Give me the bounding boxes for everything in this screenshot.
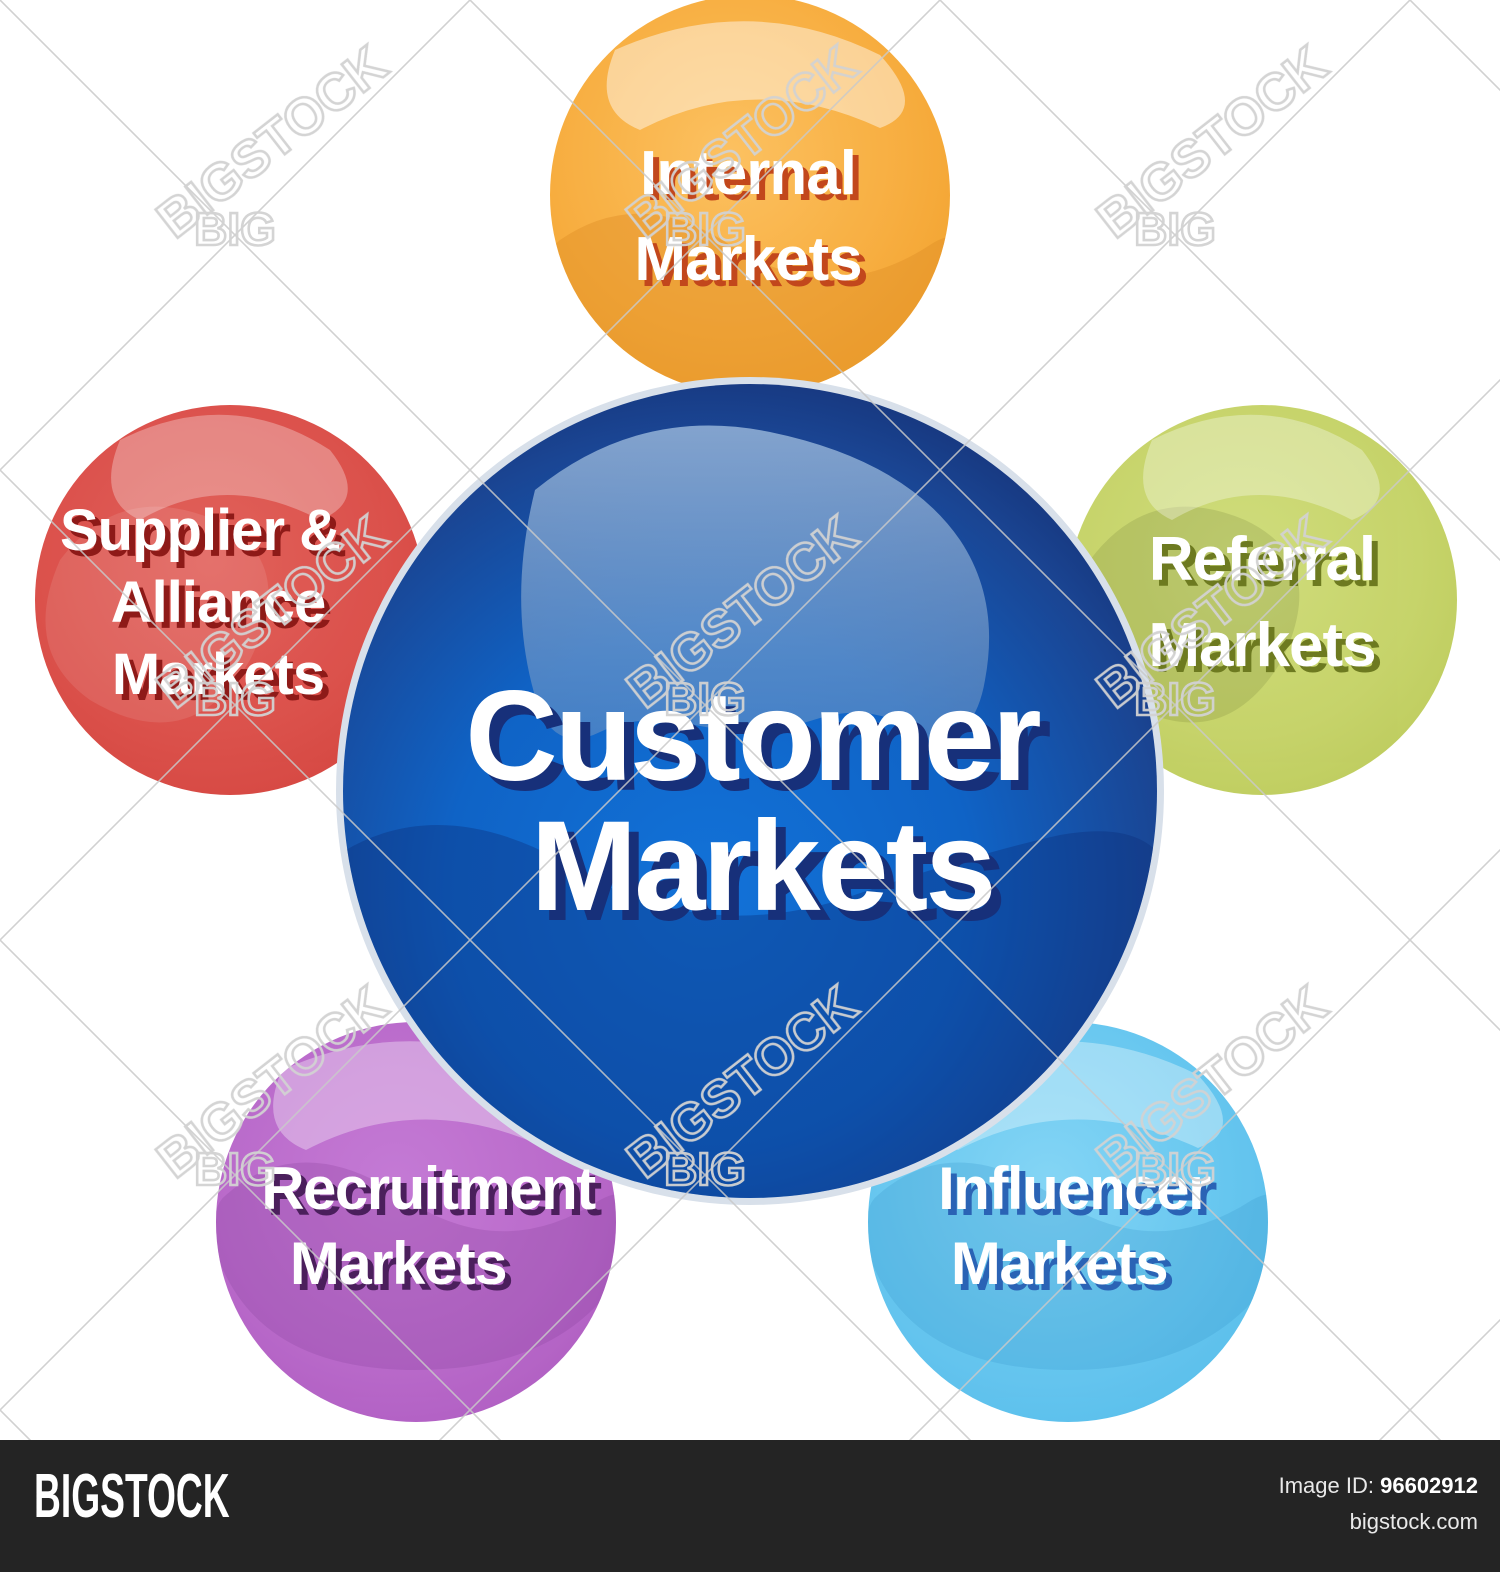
label-customer-markets: Customer Customer Markets Markets (465, 665, 1053, 948)
supplier-label-line3: Markets (112, 642, 324, 707)
image-id-line: Image ID: 96602912 (1279, 1470, 1478, 1502)
site-url[interactable]: bigstock.com (1349, 1508, 1478, 1534)
supplier-label-line1: Supplier & (60, 498, 340, 563)
image-id-value: 96602912 (1380, 1473, 1478, 1498)
footer-meta: Image ID: 96602912 bigstock.com (1279, 1470, 1478, 1538)
supplier-label-line2: Alliance (111, 570, 325, 635)
center-label-line1: Customer (465, 665, 1040, 808)
referral-label-line2: Markets (1148, 611, 1375, 680)
influencer-label-line2: Markets (951, 1230, 1167, 1297)
bigstock-footer-bar: BIGSTOCK Image ID: 96602912 bigstock.com (0, 1440, 1500, 1572)
business-diagram: Internal Internal Markets Markets Referr… (0, 0, 1500, 1440)
internal-label-line1: Internal (640, 139, 856, 208)
influencer-label-line1: Influencer (938, 1155, 1211, 1222)
referral-label-line1: Referral (1149, 525, 1375, 594)
recruitment-label-line2: Markets (290, 1230, 506, 1297)
recruitment-label-line1: Recruitment (261, 1155, 596, 1222)
center-label-line2: Markets (531, 795, 994, 938)
bigstock-logo[interactable]: BIGSTOCK (34, 1462, 230, 1531)
image-id-label: Image ID: (1278, 1473, 1374, 1498)
internal-label-line2: Markets (634, 225, 861, 294)
diagram-canvas: Internal Internal Markets Markets Referr… (35, 0, 1457, 1422)
